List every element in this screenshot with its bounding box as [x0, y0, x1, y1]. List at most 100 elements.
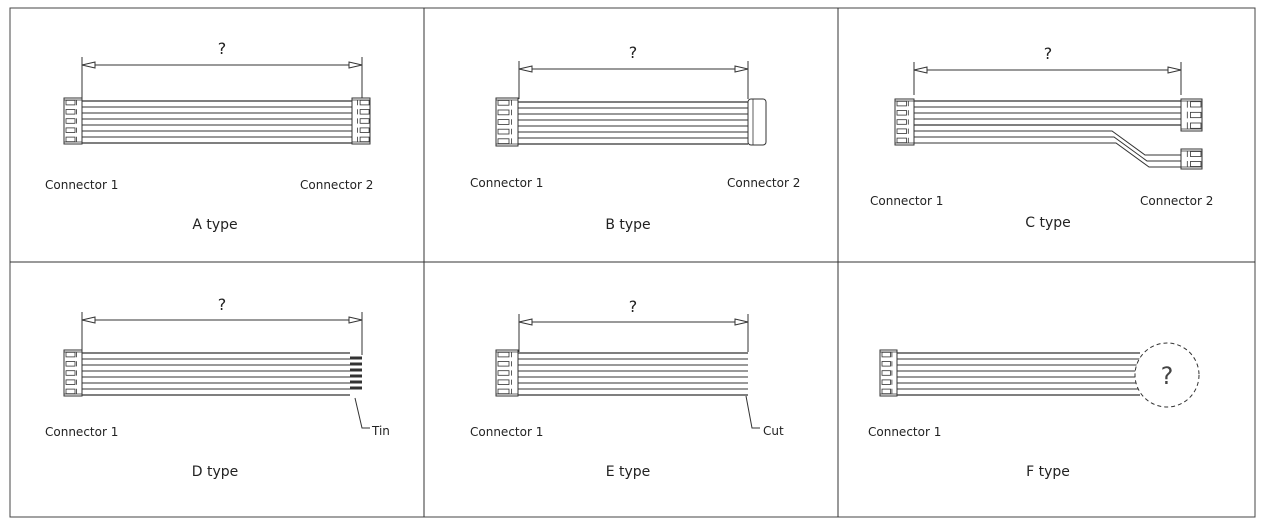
connector-pin	[65, 136, 76, 143]
connector-2-label: Connector 2	[300, 178, 373, 192]
arrow-right-icon	[1167, 66, 1182, 74]
connector-icon	[495, 97, 519, 147]
panel-e-type: ? Connector 1 Cut E type	[470, 297, 784, 480]
ribbon-cable	[914, 100, 1181, 126]
connector-pin	[896, 100, 907, 107]
connector-1-label: Connector 1	[470, 425, 543, 439]
dimension-line	[913, 62, 1182, 95]
connector-2-label: Connector 2	[727, 176, 800, 190]
connector-pin	[497, 128, 510, 135]
dimension-line	[518, 61, 749, 99]
panel-f-type: Connector 1 F type ?	[868, 342, 1200, 480]
connector-pin	[65, 370, 76, 376]
connector-pin	[881, 388, 891, 395]
panel-b-type: ? Connector 1 Connector 2 B type	[470, 43, 800, 233]
cut-label: Cut	[763, 424, 784, 438]
dimension-line	[518, 314, 749, 352]
tin-label: Tin	[371, 424, 390, 438]
connector-pin	[65, 109, 76, 115]
connector-pin	[497, 361, 510, 367]
connector-pin	[65, 379, 76, 385]
connector-1-label: Connector 1	[45, 178, 118, 192]
tin-end	[350, 368, 362, 372]
connector-pin	[881, 370, 891, 376]
wire	[914, 142, 1181, 168]
dimension-line	[81, 57, 363, 105]
connector-pin	[359, 127, 370, 133]
tin-end	[350, 362, 362, 366]
connector-pin	[881, 361, 891, 367]
connector-pin	[497, 370, 510, 376]
connector-pin	[1190, 101, 1202, 108]
connector-icon	[63, 97, 83, 145]
ribbon-cable	[518, 101, 748, 145]
connector-pin	[497, 388, 510, 395]
arrow-left-icon	[518, 65, 533, 73]
dimension-label: ?	[1044, 44, 1053, 63]
tin-end	[350, 356, 362, 360]
connector-pin	[65, 118, 76, 124]
connector-1-label: Connector 1	[470, 176, 543, 190]
connector-pin	[65, 127, 76, 133]
unknown-end-label: ?	[1161, 362, 1174, 390]
ribbon-cable	[897, 352, 1140, 396]
panel-a-type: ? Connector 1 Connector 2 A type	[45, 39, 373, 233]
connector-1-label: Connector 1	[868, 425, 941, 439]
tin-end	[350, 380, 362, 384]
connector-1-label: Connector 1	[45, 425, 118, 439]
arrow-left-icon	[81, 316, 96, 324]
arrow-right-icon	[348, 61, 363, 69]
tin-end	[350, 386, 362, 390]
dimension-label: ?	[218, 295, 227, 314]
connector-2-icon	[747, 98, 767, 146]
arrow-right-icon	[734, 65, 749, 73]
unknown-end-circle	[1134, 342, 1200, 408]
connector-pin	[497, 379, 510, 385]
connector-pin	[359, 109, 370, 115]
wire	[914, 130, 1181, 156]
dimension-label: ?	[629, 43, 638, 62]
type-label: D type	[192, 464, 239, 480]
connector-pin	[896, 128, 907, 134]
tin-end	[350, 374, 362, 378]
type-label: F type	[1026, 464, 1070, 480]
dimension-line	[81, 312, 363, 355]
leader-line	[354, 397, 370, 429]
leader-line	[745, 395, 760, 429]
branch-wires	[914, 130, 1181, 168]
connector-icon	[1180, 148, 1203, 170]
dimension-label: ?	[218, 39, 227, 58]
connector-icon	[63, 349, 83, 397]
type-label: E type	[606, 464, 651, 480]
connector-icon	[894, 98, 915, 146]
connector-pin	[65, 351, 76, 358]
ribbon-cable	[518, 352, 748, 396]
connector-pin	[65, 388, 76, 395]
connector-icon	[1180, 98, 1203, 132]
connector-pin	[1190, 122, 1202, 129]
ribbon-cable	[82, 352, 362, 396]
connector-2-label: Connector 2	[1140, 194, 1213, 208]
connector-1-label: Connector 1	[870, 194, 943, 208]
connector-icon	[879, 349, 898, 397]
connector-pin	[1190, 111, 1202, 119]
connector-pin	[497, 138, 510, 145]
connector-pin	[359, 118, 370, 124]
grid-frame	[9, 7, 1256, 518]
arrow-left-icon	[913, 66, 928, 74]
connector-pin	[497, 351, 510, 358]
connector-pin	[65, 361, 76, 367]
connector-pin	[881, 351, 891, 358]
connector-pin	[1190, 151, 1202, 157]
connector-pin	[881, 379, 891, 385]
wire	[914, 136, 1181, 162]
type-label: C type	[1025, 215, 1071, 231]
connector-pin	[359, 136, 370, 143]
connector-pin	[896, 119, 907, 125]
connector-pin	[497, 109, 510, 116]
panel-d-type: ? Connector 1 Tin D type	[45, 295, 390, 480]
connector-pin	[896, 110, 907, 116]
connector-pin	[896, 137, 907, 144]
arrow-left-icon	[518, 318, 533, 326]
